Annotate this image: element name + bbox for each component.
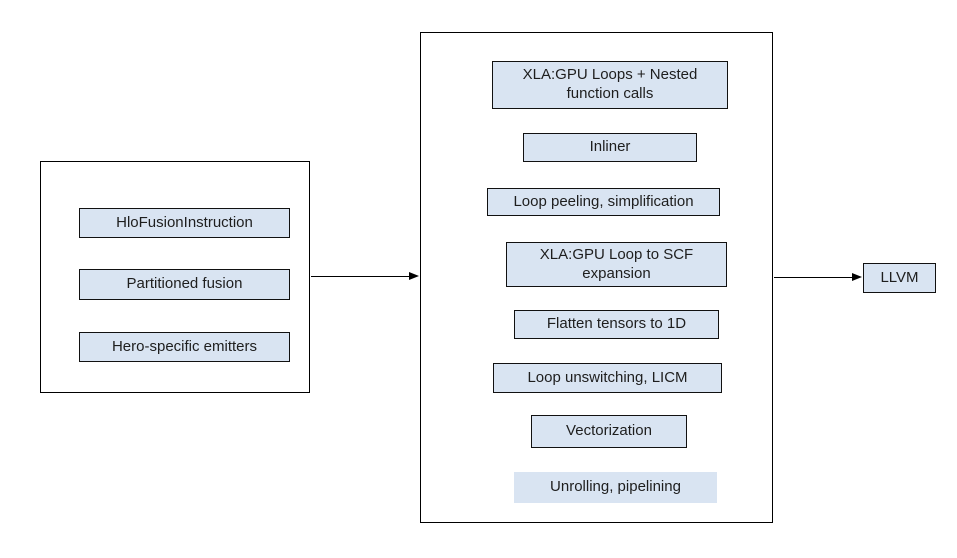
node-xla-gpu-loop-to-scf-expansion: XLA:GPU Loop to SCF expansion <box>506 242 727 287</box>
node-partitioned-fusion: Partitioned fusion <box>79 269 290 300</box>
node-llvm: LLVM <box>863 263 936 293</box>
node-loop-unswitching-licm: Loop unswitching, LICM <box>493 363 722 393</box>
node-unrolling-pipelining: Unrolling, pipelining <box>514 472 717 503</box>
node-xla-gpu-loops-nested-function-calls: XLA:GPU Loops + Nested function calls <box>492 61 728 109</box>
arrowhead-icon <box>852 272 862 281</box>
arrow-passes-to-llvm <box>774 272 862 281</box>
node-loop-peeling-simplification: Loop peeling, simplification <box>487 188 720 216</box>
node-hero-specific-emitters: Hero-specific emitters <box>79 332 290 362</box>
arrowhead-icon <box>409 271 419 280</box>
arrow-emitters-to-passes <box>311 271 419 280</box>
node-hlofusioninstruction: HloFusionInstruction <box>79 208 290 238</box>
node-inliner: Inliner <box>523 133 697 162</box>
node-flatten-tensors-to-1d: Flatten tensors to 1D <box>514 310 719 339</box>
node-vectorization: Vectorization <box>531 415 687 448</box>
